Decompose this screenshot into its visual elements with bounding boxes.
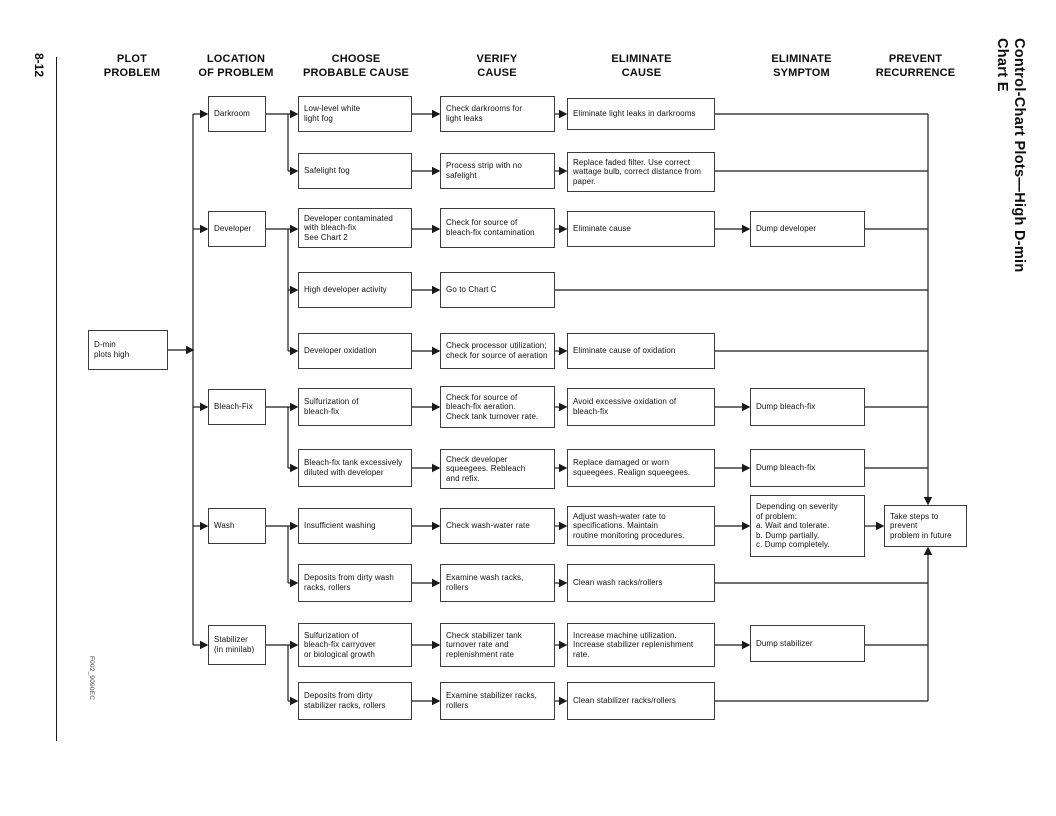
column-header-location: LOCATION OF PROBLEM [198, 53, 274, 80]
box-verify-bleach-fix-contamination: Check for source of bleach-fix contamina… [440, 208, 555, 248]
column-header-choose-cause: CHOOSE PROBABLE CAUSE [302, 53, 410, 80]
box-eliminate-cause: Eliminate cause [567, 211, 715, 247]
box-cause-developer-contaminated: Developer contaminated with bleach-fix S… [298, 208, 412, 248]
box-verify-examine-wash-racks: Examine wash racks, rollers [440, 564, 555, 602]
box-eliminate-clean-stabilizer-racks: Clean stabilizer racks/rollers [567, 682, 715, 720]
chart-title-line2: Control-Chart Plots—High D-min [1011, 38, 1027, 273]
box-eliminate-adjust-wash-water: Adjust wash-water rate to specifications… [567, 506, 715, 546]
column-header-eliminate-symptom: ELIMINATE SYMPTOM [771, 53, 832, 80]
page-number: 8-12 [32, 53, 46, 78]
box-eliminate-replace-filter: Replace faded filter. Use correct wattag… [567, 152, 715, 192]
box-symptom-depending-severity: Depending on severity of problem: a. Wai… [750, 495, 865, 557]
box-symptom-dump-bleach-fix-1: Dump bleach-fix [750, 388, 865, 426]
box-eliminate-increase-utilization: Increase machine utilization. Increase s… [567, 623, 715, 667]
box-cause-white-light-fog: Low-level white light fog [298, 96, 412, 132]
box-eliminate-avoid-oxidation: Avoid excessive oxidation of bleach-fix [567, 388, 715, 426]
column-header-plot-problem: PLOT PROBLEM [103, 53, 161, 80]
box-eliminate-clean-wash-racks: Clean wash racks/rollers [567, 564, 715, 602]
box-cause-insufficient-washing: Insufficient washing [298, 508, 412, 544]
chart-title-line1: Chart E [994, 38, 1010, 92]
column-header-verify-cause: VERIFY CAUSE [476, 53, 518, 80]
box-eliminate-replace-squeegees: Replace damaged or worn squeegees. Reali… [567, 449, 715, 487]
box-prevent-take-steps: Take steps to prevent problem in future [884, 505, 967, 547]
box-cause-bleach-fix-diluted: Bleach-fix tank excessively diluted with… [298, 449, 412, 487]
box-symptom-dump-stabilizer: Dump stabilizer [750, 625, 865, 662]
box-problem-dmin-plots-high: D-min plots high [88, 330, 168, 370]
box-eliminate-cause-of-oxidation: Eliminate cause of oxidation [567, 333, 715, 369]
column-header-prevent-recurrence: PREVENT RECURRENCE [875, 53, 956, 80]
box-location-wash: Wash [208, 508, 266, 544]
box-cause-dirty-wash-racks: Deposits from dirty wash racks, rollers [298, 564, 412, 602]
box-location-developer: Developer [208, 211, 266, 247]
box-verify-go-to-chart-c: Go to Chart C [440, 272, 555, 308]
box-cause-safelight-fog: Safelight fog [298, 153, 412, 189]
column-header-eliminate-cause: ELIMINATE CAUSE [611, 53, 672, 80]
box-location-bleach-fix: Bleach-Fix [208, 389, 266, 425]
box-verify-examine-stabilizer-racks: Examine stabilizer racks, rollers [440, 682, 555, 720]
box-cause-developer-oxidation: Developer oxidation [298, 333, 412, 369]
box-symptom-dump-bleach-fix-2: Dump bleach-fix [750, 449, 865, 487]
box-symptom-dump-developer: Dump developer [750, 211, 865, 247]
box-location-stabilizer: Stabilizer (in minilab) [208, 625, 266, 665]
box-verify-check-darkrooms: Check darkrooms for light leaks [440, 96, 555, 132]
box-verify-bleach-fix-aeration: Check for source of bleach-fix aeration.… [440, 386, 555, 428]
box-verify-processor-utilization: Check processor utilization; check for s… [440, 333, 555, 369]
box-cause-high-developer-activity: High developer activity [298, 272, 412, 308]
box-verify-process-strip: Process strip with no safelight [440, 153, 555, 189]
figure-code: F002_9090EC [88, 656, 95, 701]
box-cause-stabilizer-sulfurization: Sulfurization of bleach-fix carryover or… [298, 623, 412, 667]
box-verify-stabilizer-turnover: Check stabilizer tank turnover rate and … [440, 623, 555, 667]
box-eliminate-light-leaks: Eliminate light leaks in darkrooms [567, 98, 715, 130]
box-cause-sulfurization-bleach-fix: Sulfurization of bleach-fix [298, 388, 412, 426]
connector-arrows [168, 109, 933, 706]
box-location-darkroom: Darkroom [208, 96, 266, 132]
box-verify-wash-water-rate: Check wash-water rate [440, 508, 555, 544]
box-verify-developer-squeegees: Check developer squeegees. Rebleach and … [440, 449, 555, 489]
box-cause-dirty-stabilizer-racks: Deposits from dirty stabilizer racks, ro… [298, 682, 412, 720]
